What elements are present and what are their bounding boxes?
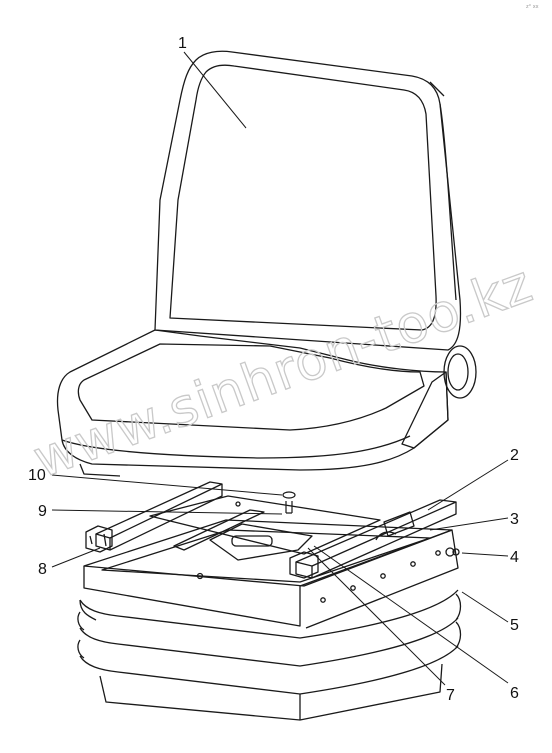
callout-7: 7 [446,687,455,704]
watermark: www.sinhron-too.kz [26,254,540,490]
leader-lines [51,51,509,686]
callout-9: 9 [38,503,47,520]
callout-4: 4 [510,549,519,566]
callout-5: 5 [510,617,519,634]
suspension-base [83,519,460,629]
callout-2: 2 [510,447,519,464]
callout-6: 6 [510,685,519,702]
bolt-hardware [282,491,296,514]
callout-1: 1 [178,35,187,52]
top-plate [149,495,381,580]
corner-mark: z° xx [526,4,539,10]
callout-3: 3 [510,511,519,528]
callout-8: 8 [38,561,47,578]
seat-cushion-part [56,50,477,477]
slide-rails [85,481,457,579]
callout-10: 10 [28,467,46,484]
